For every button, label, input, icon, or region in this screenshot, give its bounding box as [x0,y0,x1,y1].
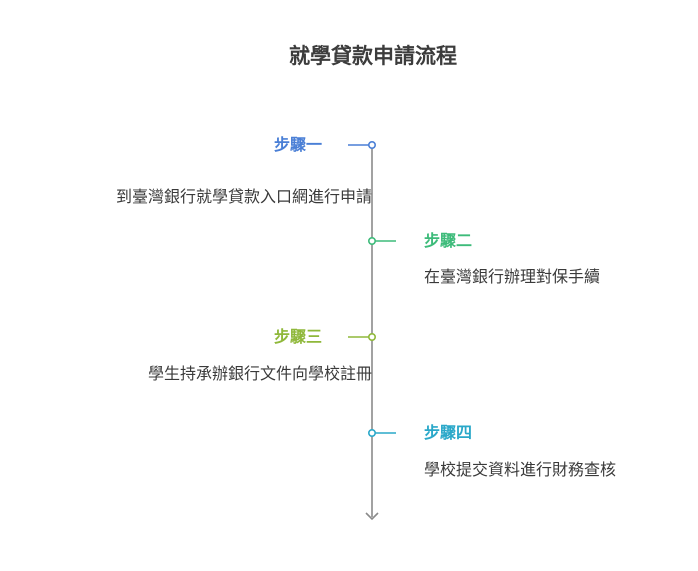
step-1-label: 步驟一 [273,135,322,154]
step-4-description: 學校提交資料進行財務查核 [424,460,617,479]
step-2-description: 在臺灣銀行辦理對保手續 [424,267,601,286]
step-1-description: 到臺灣銀行就學貸款入口網進行申請 [115,187,372,206]
step-2-label: 步驟二 [424,231,473,250]
diagram-title: 就學貸款申請流程 [289,44,457,68]
step-4-label: 步驟四 [424,423,473,442]
step-4-node [367,428,376,437]
step-2-node [367,237,376,246]
step-1-node [367,141,376,150]
step-3-label: 步驟三 [273,327,322,346]
step-3-description: 學生持承辦銀行文件向學校註冊 [147,364,372,383]
step-3-node [367,332,376,341]
timeline-arrowhead-icon [365,512,379,521]
